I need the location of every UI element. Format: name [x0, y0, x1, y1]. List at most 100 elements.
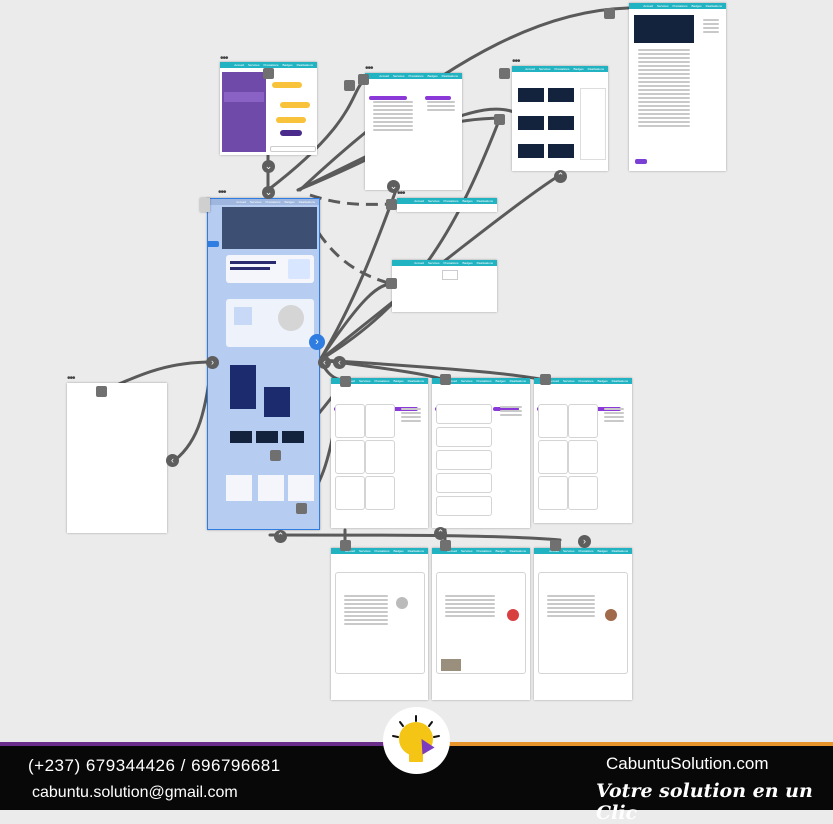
- nav-item[interactable]: Badges: [284, 200, 295, 204]
- nav-item[interactable]: Services: [460, 549, 473, 553]
- nav-item[interactable]: Prestations: [672, 4, 688, 8]
- frame-menu-icon[interactable]: •••: [218, 187, 226, 198]
- nav-item[interactable]: Badges: [495, 379, 506, 383]
- nav-item[interactable]: Réalisations: [705, 4, 722, 8]
- nav-item[interactable]: Prestations: [443, 199, 459, 203]
- nav-item[interactable]: Prestations: [265, 200, 281, 204]
- nav-item[interactable]: Badges: [691, 4, 702, 8]
- connector-node[interactable]: [550, 540, 561, 551]
- nav-item[interactable]: Badges: [462, 261, 473, 265]
- nav-item[interactable]: Prestations: [476, 549, 492, 553]
- nav-item[interactable]: Services: [562, 549, 575, 553]
- nav-item[interactable]: Réalisations: [407, 549, 424, 553]
- nav-item[interactable]: Services: [460, 379, 473, 383]
- connector-node[interactable]: [494, 114, 505, 125]
- nav-item[interactable]: Badges: [462, 199, 473, 203]
- connector-node[interactable]: [540, 374, 551, 385]
- nav-item[interactable]: Badges: [495, 549, 506, 553]
- nav-item[interactable]: Réalisations: [441, 74, 458, 78]
- nav-item[interactable]: Prestations: [443, 261, 459, 265]
- nav-item[interactable]: Accueil: [549, 549, 559, 553]
- chevron-left-icon[interactable]: ‹: [333, 356, 346, 369]
- nav-item[interactable]: Prestations: [263, 63, 279, 67]
- nav-item[interactable]: Badges: [597, 549, 608, 553]
- nav-item[interactable]: Réalisations: [407, 379, 424, 383]
- chevron-left-icon[interactable]: ‹: [318, 356, 331, 369]
- frame-menu-icon[interactable]: •••: [365, 63, 373, 74]
- nav-item[interactable]: Réalisations: [476, 199, 493, 203]
- connector-node[interactable]: [263, 68, 274, 79]
- nav-item[interactable]: Accueil: [447, 379, 457, 383]
- nav-item[interactable]: Services: [247, 63, 260, 67]
- nav-item[interactable]: Accueil: [236, 200, 246, 204]
- nav-item[interactable]: Réalisations: [587, 67, 604, 71]
- nav-item[interactable]: Réalisations: [611, 379, 628, 383]
- nav-item[interactable]: Services: [358, 549, 371, 553]
- frame-menu-icon[interactable]: •••: [220, 53, 228, 64]
- nav-item[interactable]: Services: [392, 74, 405, 78]
- chevron-down-icon[interactable]: ⌄: [262, 160, 275, 173]
- nav-item[interactable]: Prestations: [578, 379, 594, 383]
- nav-item[interactable]: Réalisations: [296, 63, 313, 67]
- nav-item[interactable]: Réalisations: [476, 261, 493, 265]
- nav-item[interactable]: Services: [358, 379, 371, 383]
- connector-node[interactable]: [358, 74, 369, 85]
- nav-item[interactable]: Services: [427, 199, 440, 203]
- connector-node[interactable]: [386, 199, 397, 210]
- chevron-right-icon[interactable]: ›: [309, 334, 325, 350]
- chevron-down-icon[interactable]: ⌄: [262, 186, 275, 199]
- nav-item[interactable]: Badges: [573, 67, 584, 71]
- nav-item[interactable]: Services: [249, 200, 262, 204]
- nav-item[interactable]: Accueil: [414, 261, 424, 265]
- nav-item[interactable]: Badges: [393, 549, 404, 553]
- nav-item[interactable]: Badges: [597, 379, 608, 383]
- chevron-up-icon[interactable]: ⌃: [554, 170, 567, 183]
- connector-node[interactable]: [344, 80, 355, 91]
- nav-item[interactable]: Prestations: [578, 549, 594, 553]
- connector-node[interactable]: [386, 278, 397, 289]
- nav-item[interactable]: Réalisations: [509, 379, 526, 383]
- nav-item[interactable]: Accueil: [549, 379, 559, 383]
- chevron-up-icon[interactable]: ⌃: [274, 530, 287, 543]
- nav-item[interactable]: Prestations: [554, 67, 570, 71]
- nav-item[interactable]: Accueil: [414, 199, 424, 203]
- connector-node[interactable]: [96, 386, 107, 397]
- connector-node[interactable]: [340, 376, 351, 387]
- connector-node[interactable]: [440, 374, 451, 385]
- connector-node[interactable]: [499, 68, 510, 79]
- screen-provider-list-a[interactable]: AccueilServicesPrestationsBadgesRéalisat…: [331, 378, 428, 528]
- nav-item[interactable]: Accueil: [447, 549, 457, 553]
- nav-item[interactable]: Prestations: [476, 379, 492, 383]
- nav-item[interactable]: Prestations: [374, 549, 390, 553]
- frame-menu-icon[interactable]: •••: [512, 56, 520, 67]
- screen-empty[interactable]: [67, 383, 167, 533]
- nav-item[interactable]: Services: [562, 379, 575, 383]
- chevron-up-icon[interactable]: ⌃: [434, 527, 447, 540]
- nav-item[interactable]: Réalisations: [509, 549, 526, 553]
- nav-item[interactable]: Réalisations: [611, 549, 628, 553]
- nav-item[interactable]: Accueil: [643, 4, 653, 8]
- chevron-down-icon[interactable]: ⌄: [387, 180, 400, 193]
- nav-item[interactable]: Prestations: [374, 379, 390, 383]
- nav-item[interactable]: Accueil: [234, 63, 244, 67]
- nav-item[interactable]: Accueil: [345, 549, 355, 553]
- nav-item[interactable]: Prestations: [408, 74, 424, 78]
- frame-menu-icon[interactable]: •••: [397, 188, 405, 199]
- nav-item[interactable]: Accueil: [525, 67, 535, 71]
- chevron-right-icon[interactable]: ›: [206, 356, 219, 369]
- connector-node[interactable]: [340, 540, 351, 551]
- nav-item[interactable]: Badges: [393, 379, 404, 383]
- connector-node[interactable]: [270, 450, 281, 461]
- nav-item[interactable]: Réalisations: [298, 200, 315, 204]
